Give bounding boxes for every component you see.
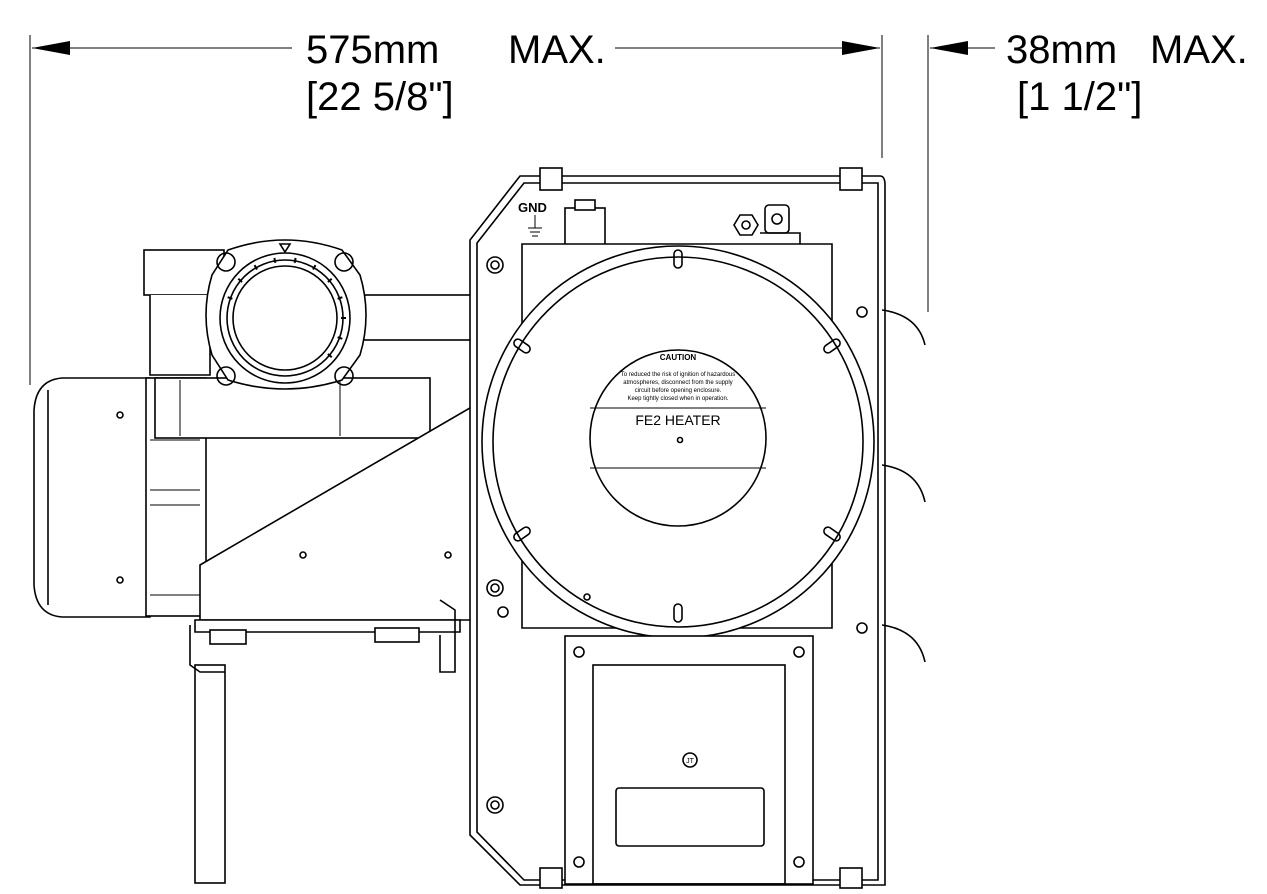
ground-label: GND bbox=[518, 200, 547, 215]
depth-max: MAX. bbox=[1150, 28, 1248, 72]
dial-tick bbox=[312, 264, 317, 271]
dial-tick bbox=[337, 296, 343, 300]
junction-box bbox=[143, 249, 521, 439]
dial-tick bbox=[237, 278, 243, 283]
width-inches: [22 5/8"] bbox=[306, 75, 454, 119]
heater-name: FE2 HEATER bbox=[635, 412, 720, 428]
dial-tick bbox=[253, 264, 258, 271]
round-enclosure: CAUTION To reduced the risk of ignition … bbox=[481, 243, 875, 639]
depth-value: 38mm bbox=[1006, 28, 1117, 72]
depth-inches: [1 1/2"] bbox=[1017, 75, 1142, 119]
arrow-left-icon bbox=[32, 41, 70, 55]
caution-title: CAUTION bbox=[660, 353, 697, 362]
terminal-box: JT bbox=[564, 635, 814, 885]
caution-line-3: circuit before opening enclosure. bbox=[635, 388, 722, 394]
width-dimension: 575mm MAX. [22 5/8"] bbox=[29, 28, 883, 385]
dial-tick bbox=[327, 353, 333, 358]
arrow-right-icon bbox=[842, 41, 880, 55]
depth-dimension: 38mm MAX. [1 1/2"] bbox=[927, 28, 1248, 312]
dial-ticks bbox=[227, 257, 346, 358]
dial-tick bbox=[273, 257, 277, 264]
dial-tick bbox=[327, 278, 333, 283]
thermostat-dial bbox=[205, 239, 367, 390]
mounting-bracket bbox=[189, 403, 476, 884]
dial-tick bbox=[337, 336, 343, 340]
width-value: 575mm bbox=[306, 28, 439, 72]
jt-mark: JT bbox=[686, 758, 695, 765]
pointer-icon bbox=[278, 243, 292, 254]
dial-tick bbox=[227, 296, 233, 300]
width-max: MAX. bbox=[508, 28, 606, 72]
caution-line-1: To reduced the risk of ignition of hazar… bbox=[621, 372, 735, 378]
dial-tick bbox=[293, 257, 297, 264]
arrow-left-icon bbox=[930, 41, 968, 55]
caution-line-2: atmospheres, disconnect from the supply bbox=[623, 380, 732, 386]
caution-line-4: Keep tightly closed when in operation. bbox=[627, 396, 728, 402]
